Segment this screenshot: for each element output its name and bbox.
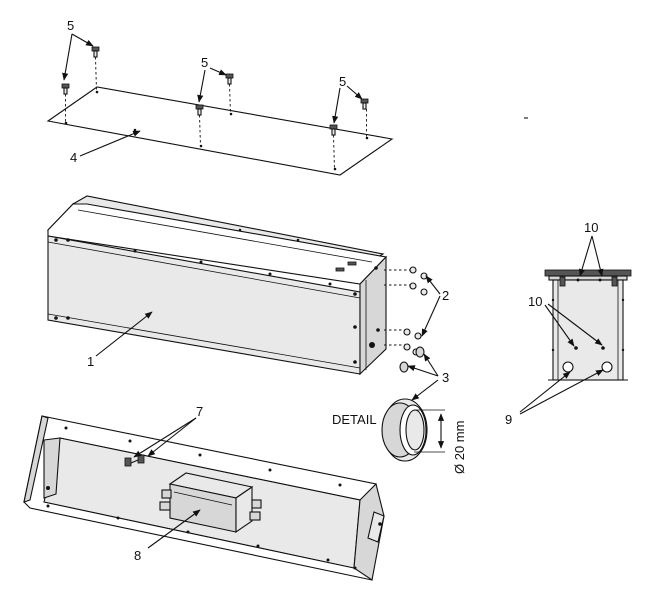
callout-3: 3 xyxy=(442,370,449,385)
screw xyxy=(225,73,234,85)
screw xyxy=(360,98,369,110)
callout-9: 9 xyxy=(505,412,512,427)
callout-5-middle: 5 xyxy=(201,55,208,70)
callout-8: 8 xyxy=(134,548,141,563)
callout-10-top: 10 xyxy=(584,220,598,235)
grommet-part-3 xyxy=(399,346,425,373)
side-view xyxy=(544,269,632,381)
callout-7: 7 xyxy=(196,404,203,419)
callout-numbers: 5 5 5 4 1 2 3 7 8 10 10 9 xyxy=(67,18,598,563)
fasteners-part-7 xyxy=(124,454,145,467)
callout-4: 4 xyxy=(70,150,77,165)
screw xyxy=(61,83,70,95)
cover-plate xyxy=(46,86,394,176)
enclosure-box xyxy=(46,195,388,376)
callout-2: 2 xyxy=(442,288,449,303)
screws-part-5 xyxy=(61,46,369,171)
enclosure-holes xyxy=(54,228,380,364)
screw xyxy=(91,46,100,58)
base-tray xyxy=(23,415,385,581)
detail-grommet xyxy=(381,398,445,462)
detail-label: DETAIL xyxy=(332,412,377,427)
screw xyxy=(195,104,204,116)
cover-plate-holes xyxy=(64,90,369,171)
leader-lines xyxy=(62,33,604,549)
callout-1: 1 xyxy=(87,354,94,369)
fasteners-part-2 xyxy=(384,266,428,356)
tray-holes xyxy=(46,426,382,570)
callout-10-middle: 10 xyxy=(528,294,542,309)
callout-5-right: 5 xyxy=(339,74,346,89)
diameter-dimension: Ø 20 mm xyxy=(452,421,467,474)
callout-5-left: 5 xyxy=(67,18,74,33)
